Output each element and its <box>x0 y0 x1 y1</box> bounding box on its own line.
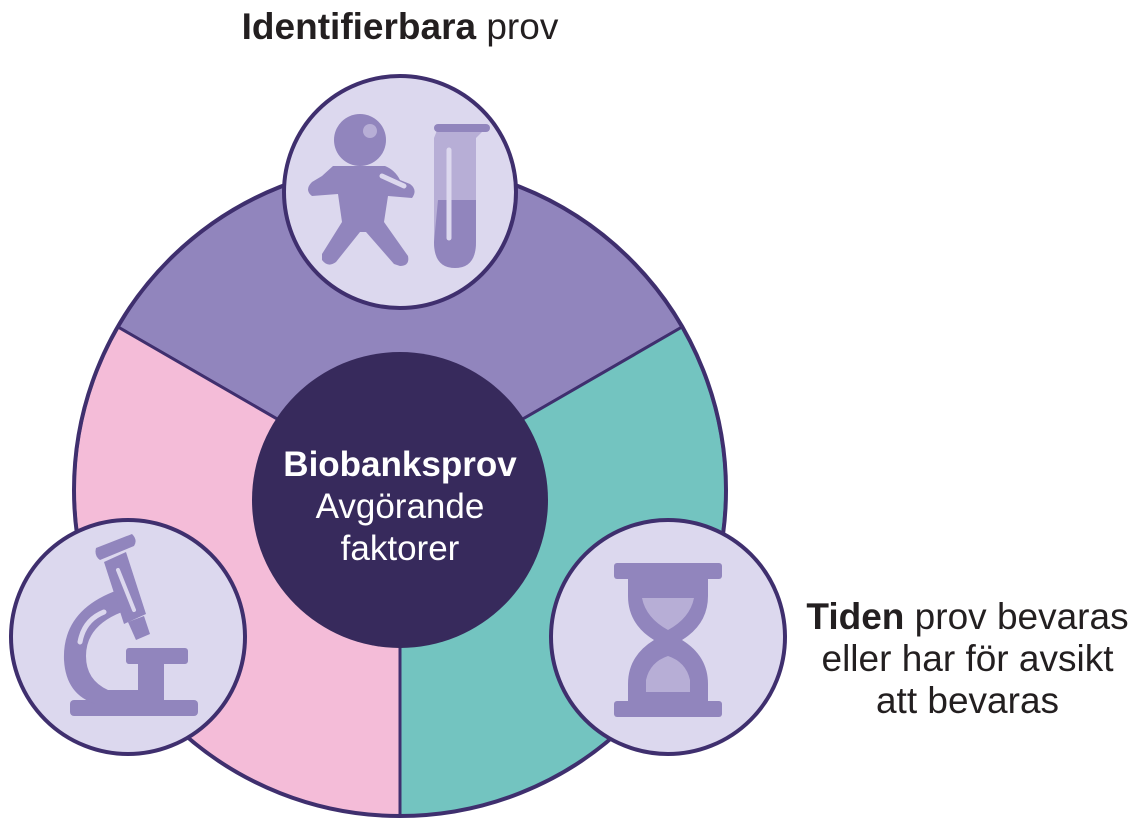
label-time-line1: Tiden prov bevaras <box>795 596 1140 638</box>
person-and-test-tube-icon <box>282 74 518 310</box>
hourglass-icon <box>549 518 787 756</box>
center-title: Biobanksprov <box>283 445 517 484</box>
center-line1: Avgörande <box>315 487 485 526</box>
label-time-line1-rest: prov bevaras <box>904 596 1129 637</box>
label-identifiable-rest: prov <box>476 6 559 47</box>
microscope-icon <box>9 518 247 756</box>
label-time-line3: att bevaras <box>875 680 1060 721</box>
center-line2: faktorer <box>340 529 460 568</box>
label-time-line2: eller har för avsikt <box>821 638 1114 679</box>
label-identifiable-bold: Identifierbara <box>241 6 477 47</box>
label-time-preserved: Tiden prov bevaras eller har för avsikt … <box>795 596 1140 722</box>
label-identifiable-samples: Identifierbara prov <box>200 6 600 48</box>
label-time-bold: Tiden <box>806 596 905 637</box>
center-disc <box>252 352 548 648</box>
center-label: Biobanksprov Avgörande faktorer <box>255 444 545 570</box>
